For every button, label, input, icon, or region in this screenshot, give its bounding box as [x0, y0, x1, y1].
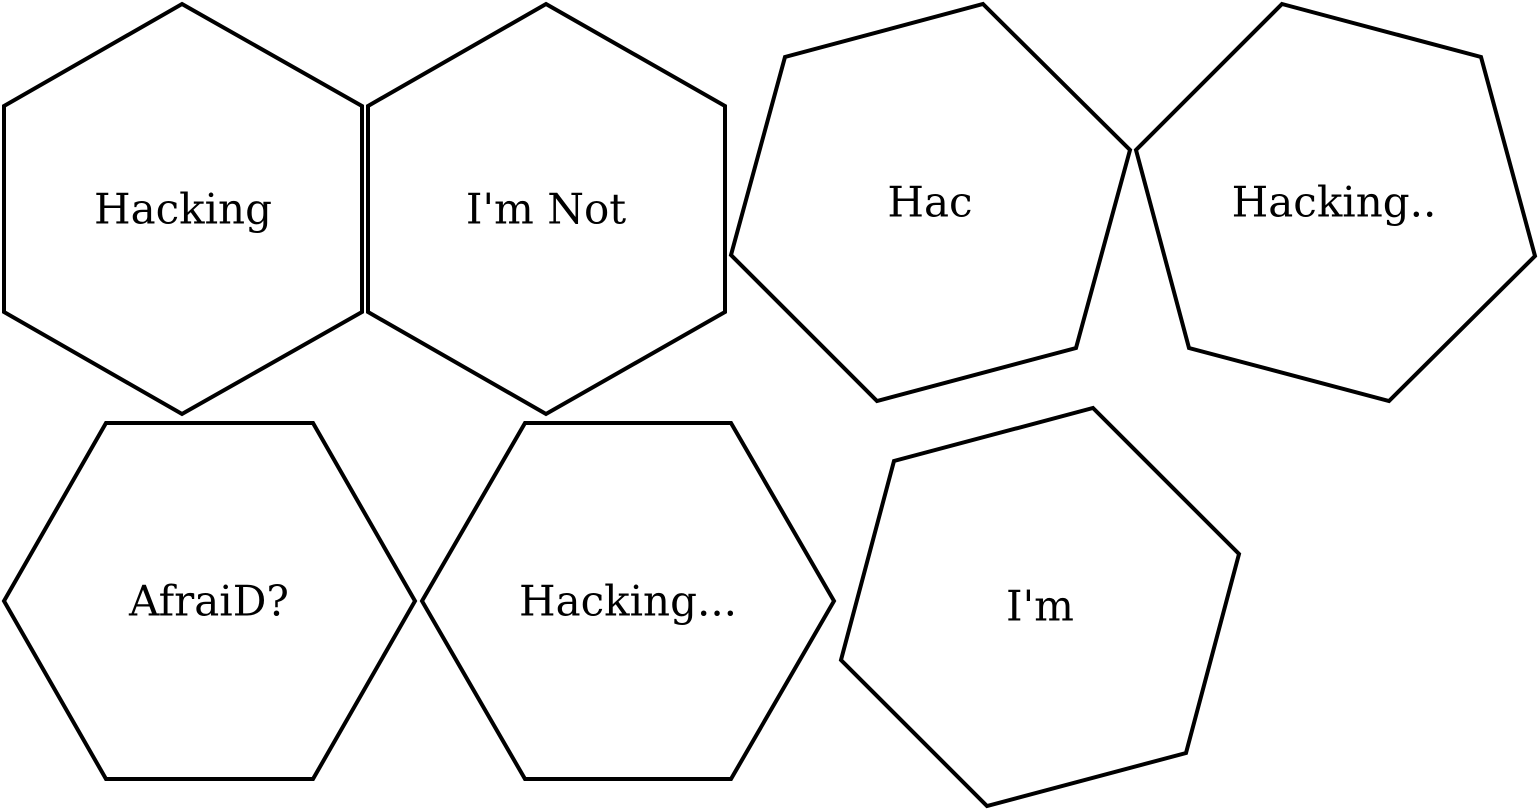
hexagon-shape — [838, 405, 1242, 809]
tile-label: I'm — [1006, 582, 1074, 631]
hexagon-shape — [728, 1, 1133, 404]
hexagon-tile-afraid[interactable]: AfraiD? — [1, 421, 418, 781]
hexagon-shape — [366, 1, 727, 417]
tile-label: I'm Not — [466, 185, 626, 234]
hexagon-shape — [1, 421, 418, 781]
hexagon-shape — [419, 421, 837, 781]
hexagon-shape — [2, 1, 364, 417]
hexagon-tile-im[interactable]: I'm — [838, 405, 1242, 809]
hexagon-tile-hacking-2dots[interactable]: Hacking.. — [1133, 1, 1538, 404]
tile-label: Hacking — [94, 185, 272, 234]
hexagon-tile-im-not[interactable]: I'm Not — [366, 1, 727, 417]
hexagon-tile-hacking[interactable]: Hacking — [2, 1, 364, 417]
hexagon-shape — [1133, 1, 1538, 404]
tile-label: Hacking... — [519, 577, 737, 626]
tile-label: Hac — [887, 178, 972, 227]
tile-label: Hacking.. — [1232, 178, 1437, 227]
tile-label: AfraiD? — [128, 577, 289, 626]
hexagon-tile-hacking-3dots[interactable]: Hacking... — [419, 421, 837, 781]
hexagon-tile-hac[interactable]: Hac — [728, 1, 1133, 404]
